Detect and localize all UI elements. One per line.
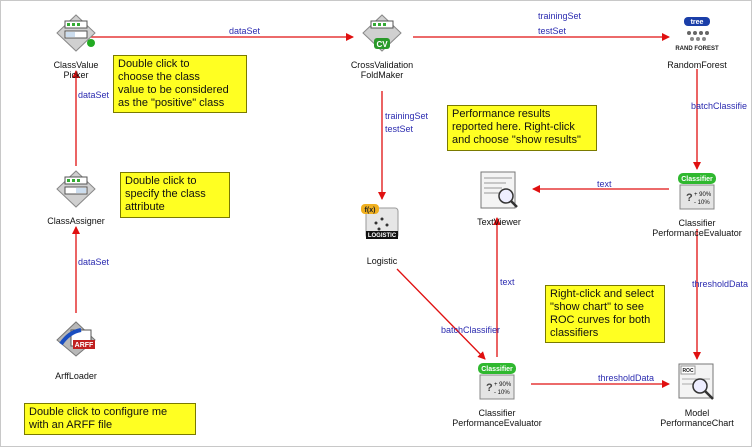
classvalue-picker-node[interactable]: ClassValue Picker: [26, 13, 126, 80]
svg-text:?: ?: [686, 192, 693, 204]
roc-chart-icon: ROC: [678, 363, 714, 400]
logistic-badge: LOGISTIC: [368, 233, 397, 239]
classifier-badge: Classifier: [481, 366, 513, 373]
edge-label-trainingset-mid: trainingSet: [385, 111, 429, 121]
edge-label-dataset-left-lower: dataSet: [78, 257, 110, 267]
edge-label-batchclassifier-right: batchClassifie: [691, 101, 747, 111]
pct-negative: - 10%: [494, 390, 510, 396]
svg-text:?: ?: [486, 382, 493, 394]
modelchart-label-2: PerformanceChart: [660, 418, 734, 428]
pct-negative: - 10%: [694, 200, 710, 206]
edge-logistic-cpe-bottom: [396, 268, 486, 360]
edge-label-testset-mid: testSet: [385, 124, 414, 134]
textviewer-label: TextViewer: [477, 217, 521, 227]
tree-badge: tree: [691, 19, 704, 26]
edge-label-thresholddata-right: thresholdData: [692, 279, 748, 289]
modelchart-label-1: Model: [684, 408, 710, 418]
classifier-evaluator-icon: Classifier ? + 90% - 10%: [678, 173, 716, 210]
arffloader-label: ArffLoader: [55, 371, 97, 381]
randomforest-label: RandomForest: [667, 60, 727, 70]
note-roc-chart[interactable]: Right-click and select "show chart" to s…: [545, 285, 665, 343]
class-assigner-icon: [56, 170, 96, 208]
classifier-performance-evaluator-bottom-node[interactable]: Classifier ? + 90% - 10% Classifier Perf…: [447, 361, 547, 428]
edge-label-text-mid: text: [500, 277, 515, 287]
classifier-performance-evaluator-top-node[interactable]: Classifier ? + 90% - 10% Classifier Perf…: [647, 171, 747, 238]
crossvalidation-foldmaker-node[interactable]: CV CrossValidation FoldMaker: [332, 13, 432, 80]
note-classvalue[interactable]: Double click to choose the class value t…: [113, 55, 247, 113]
cross-validation-icon: CV: [362, 14, 402, 52]
edge-label-text-top: text: [597, 179, 612, 189]
edge-label-testset-top: testSet: [538, 26, 567, 36]
cpe-top-label-1: Classifier: [678, 218, 716, 228]
rand-forest-badge: RAND FOREST: [675, 46, 719, 52]
cpe-bottom-label-1: Classifier: [478, 408, 516, 418]
random-forest-icon: tree RAND FOREST: [675, 17, 719, 52]
classvalue-label-1: ClassValue: [53, 60, 99, 70]
classvalue-label-2: Picker: [63, 70, 89, 80]
edge-label-thresholddata-bottom: thresholdData: [598, 373, 654, 383]
fx-badge: f(x): [365, 207, 376, 214]
filter-icon: [56, 14, 96, 52]
cpe-top-label-2: PerformanceEvaluator: [652, 228, 742, 238]
note-class-attribute[interactable]: Double click to specify the class attrib…: [120, 172, 230, 218]
arff-badge: ARFF: [75, 342, 94, 349]
classifier-evaluator-icon: Classifier ? + 90% - 10%: [478, 363, 516, 400]
logistic-label: Logistic: [366, 256, 398, 266]
randomforest-node[interactable]: tree RAND FOREST RandomForest: [647, 13, 747, 70]
model-performance-chart-node[interactable]: ROC Model PerformanceChart: [647, 361, 747, 428]
note-performance-results[interactable]: Performance results reported here. Right…: [447, 105, 597, 151]
arffloader-node[interactable]: ARFF ArffLoader: [26, 318, 126, 381]
classassigner-node[interactable]: ClassAssigner: [26, 169, 126, 226]
note-arff-loader[interactable]: Double click to configure me with an ARF…: [24, 403, 196, 435]
logistic-node[interactable]: f(x) LOGISTIC Logistic: [332, 203, 432, 266]
cpe-bottom-label-2: PerformanceEvaluator: [452, 418, 542, 428]
classassigner-label: ClassAssigner: [47, 216, 105, 226]
crossval-label-2: FoldMaker: [360, 70, 404, 80]
pct-positive: + 90%: [494, 382, 512, 388]
pct-positive: + 90%: [694, 192, 712, 198]
edge-label-trainingset-top: trainingSet: [538, 11, 582, 21]
arff-loader-icon: ARFF: [56, 321, 96, 357]
edge-label-batchclassifier-mid: batchClassifier: [441, 325, 500, 335]
cv-badge: CV: [376, 40, 388, 49]
text-viewer-icon: [480, 171, 518, 209]
textviewer-node[interactable]: TextViewer: [449, 170, 549, 227]
logistic-icon: f(x) LOGISTIC: [361, 204, 399, 239]
edge-label-dataset-left-upper: dataSet: [78, 90, 110, 100]
edge-label-dataset-top: dataSet: [229, 26, 261, 36]
classifier-badge: Classifier: [681, 176, 713, 183]
crossval-label-1: CrossValidation: [350, 60, 414, 70]
roc-badge: ROC: [682, 368, 694, 374]
